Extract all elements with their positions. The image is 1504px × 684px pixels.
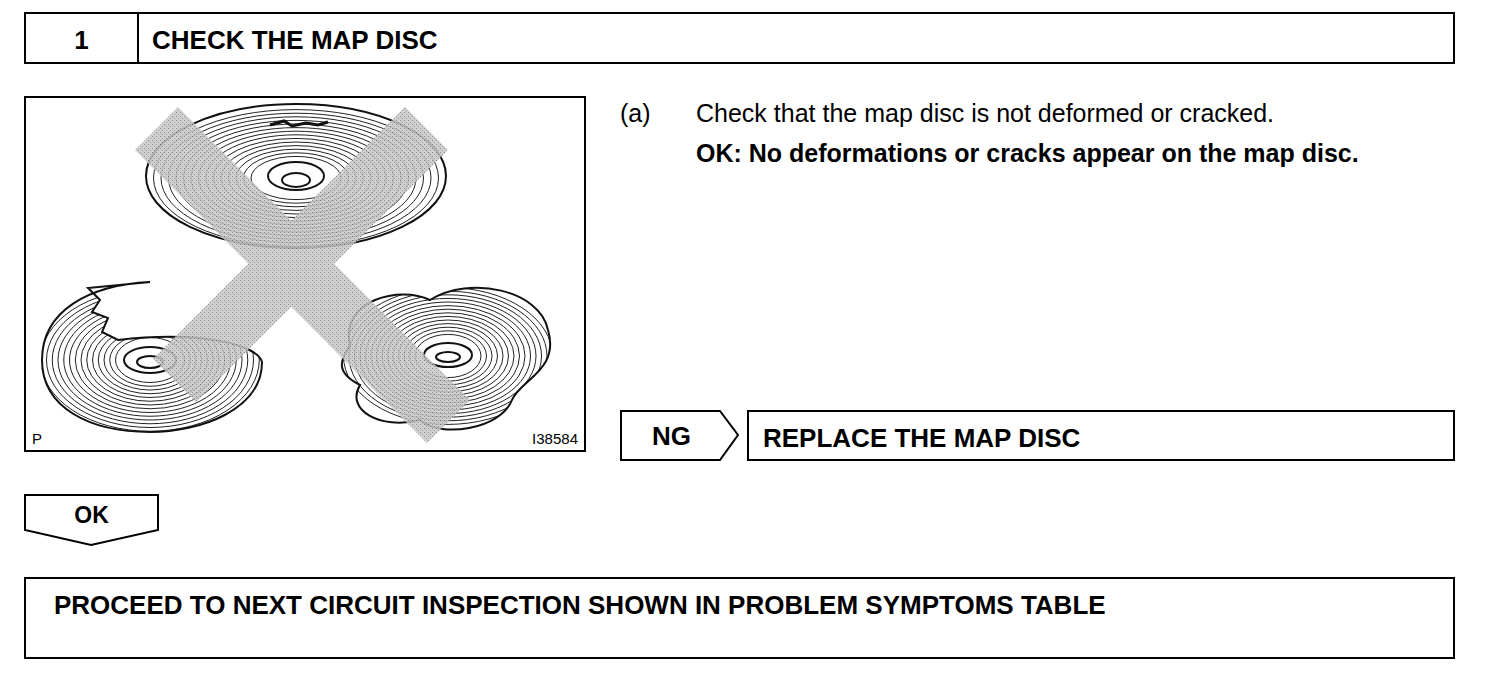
next-step-box: PROCEED TO NEXT CIRCUIT INSPECTION SHOWN…: [24, 577, 1455, 659]
ok-label: OK: [24, 502, 159, 529]
figure-number: I38584: [532, 430, 578, 447]
ok-arrow: OK: [24, 494, 159, 546]
cell-divider: [137, 14, 139, 62]
step-title: CHECK THE MAP DISC: [152, 25, 438, 56]
illustration-frame: P I38584: [24, 96, 586, 452]
ng-pentagon: NG: [620, 410, 740, 461]
figure-letter: P: [32, 430, 42, 447]
ng-label: NG: [652, 421, 691, 452]
result-box: REPLACE THE MAP DISC: [747, 410, 1455, 461]
step-number: 1: [26, 25, 137, 56]
step-letter: (a): [620, 94, 680, 132]
result-text: REPLACE THE MAP DISC: [763, 423, 1080, 454]
step-header: 1 CHECK THE MAP DISC: [24, 12, 1455, 64]
instruction-text: Check that the map disc is not deformed …: [696, 94, 1461, 132]
next-step-text: PROCEED TO NEXT CIRCUIT INSPECTION SHOWN…: [54, 590, 1106, 621]
ok-criterion: OK: No deformations or cracks appear on …: [696, 134, 1461, 172]
